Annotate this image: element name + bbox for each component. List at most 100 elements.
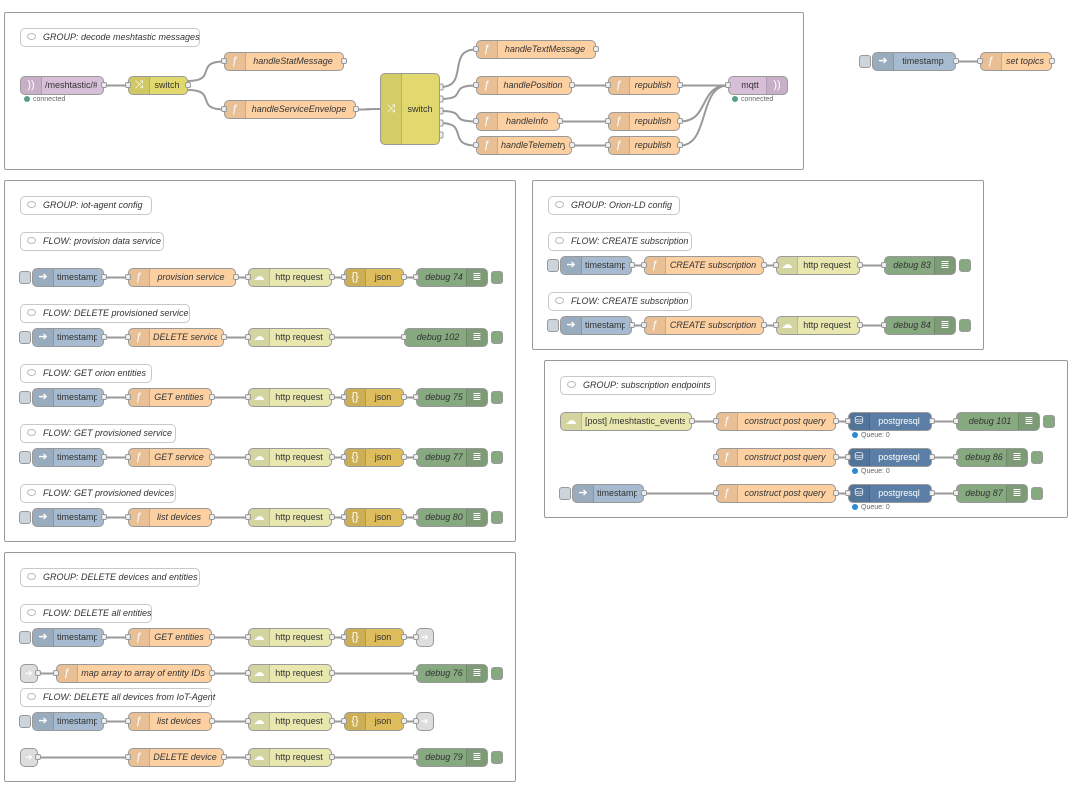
inject-trigger-button[interactable] — [19, 331, 31, 344]
output-port[interactable] — [101, 82, 107, 88]
debug-node[interactable]: ≣debug 84 — [881, 316, 956, 335]
output-port[interactable] — [761, 322, 767, 328]
input-port[interactable] — [641, 322, 647, 328]
inject-node[interactable]: ➔timestamp — [32, 448, 107, 467]
output-port[interactable] — [557, 118, 563, 124]
inject-node[interactable]: ➔timestamp — [32, 508, 107, 527]
output-port[interactable] — [101, 718, 107, 724]
inject-node[interactable]: ➔timestamp — [572, 484, 647, 503]
output-port[interactable] — [401, 274, 407, 280]
input-port[interactable] — [473, 46, 479, 52]
debug-node[interactable]: ≣debug 80 — [413, 508, 488, 527]
json-node[interactable]: {}json — [341, 712, 407, 731]
input-port[interactable] — [125, 514, 131, 520]
debug-toggle-button[interactable] — [491, 511, 503, 524]
comment-node[interactable]: GROUP: DELETE devices and entities — [20, 568, 200, 587]
http-node[interactable]: ☁http request — [773, 256, 863, 275]
inject-trigger-button[interactable] — [547, 259, 559, 272]
input-port[interactable] — [413, 394, 419, 400]
input-port[interactable] — [845, 490, 851, 496]
inject-trigger-button[interactable] — [19, 715, 31, 728]
wire[interactable] — [439, 122, 477, 147]
wire[interactable] — [679, 84, 729, 147]
input-port[interactable] — [245, 334, 251, 340]
output-port[interactable] — [677, 118, 683, 124]
mqtt-node[interactable]: ))/meshtastic/# — [20, 76, 107, 95]
debug-node[interactable]: ≣debug 87 — [953, 484, 1028, 503]
json-node[interactable]: {}json — [341, 268, 407, 287]
input-port[interactable] — [473, 82, 479, 88]
http-node[interactable]: ☁http request — [245, 388, 335, 407]
input-port[interactable] — [953, 490, 959, 496]
output-port[interactable] — [641, 490, 647, 496]
input-port[interactable] — [341, 718, 347, 724]
output-port[interactable] — [101, 394, 107, 400]
link-in-node[interactable]: ➔ — [20, 748, 41, 767]
input-port[interactable] — [341, 634, 347, 640]
input-port[interactable] — [413, 670, 419, 676]
input-port[interactable] — [245, 670, 251, 676]
input-port[interactable] — [881, 322, 887, 328]
input-port[interactable] — [881, 262, 887, 268]
output-port[interactable] — [569, 82, 575, 88]
debug-toggle-button[interactable] — [959, 259, 971, 272]
input-port[interactable] — [125, 334, 131, 340]
input-port[interactable] — [713, 418, 719, 424]
group-subscription-endpoints[interactable] — [544, 360, 1068, 518]
input-port[interactable] — [413, 718, 419, 724]
output-port[interactable] — [929, 454, 935, 460]
debug-node[interactable]: ≣debug 86 — [953, 448, 1028, 467]
debug-toggle-button[interactable] — [491, 391, 503, 404]
debug-toggle-button[interactable] — [1043, 415, 1055, 428]
mqtt-node[interactable]: ))mqtt — [725, 76, 788, 95]
inject-node[interactable]: ➔timestamp — [32, 628, 107, 647]
debug-toggle-button[interactable] — [959, 319, 971, 332]
json-node[interactable]: {}json — [341, 448, 407, 467]
comment-node[interactable]: FLOW: provision data service — [20, 232, 164, 251]
comment-node[interactable]: GROUP: iot-agent config — [20, 196, 152, 215]
input-port[interactable] — [245, 454, 251, 460]
group-iot-agent-config[interactable] — [4, 180, 516, 542]
comment-node[interactable]: GROUP: Orion-LD config — [548, 196, 680, 215]
input-port[interactable] — [125, 718, 131, 724]
http-node[interactable]: ☁http request — [245, 664, 335, 683]
input-port[interactable] — [125, 274, 131, 280]
inject-trigger-button[interactable] — [19, 271, 31, 284]
http-node[interactable]: ☁[post] /meshtastic_events — [560, 412, 695, 431]
output-port[interactable] — [329, 454, 335, 460]
output-port[interactable] — [353, 106, 359, 112]
group-decode-meshtastic[interactable] — [4, 12, 804, 170]
input-port[interactable] — [413, 634, 419, 640]
http-node[interactable]: ☁http request — [245, 508, 335, 527]
inject-node[interactable]: ➔timestamp — [872, 52, 959, 71]
debug-toggle-button[interactable] — [1031, 451, 1043, 464]
comment-node[interactable]: FLOW: CREATE subscription — [548, 292, 692, 311]
postgres-node[interactable]: ⛁postgresql — [845, 412, 935, 431]
output-port[interactable] — [101, 334, 107, 340]
debug-toggle-button[interactable] — [491, 271, 503, 284]
output-port[interactable] — [209, 454, 215, 460]
comment-node[interactable]: GROUP: decode meshtastic messages — [20, 28, 200, 47]
comment-node[interactable]: FLOW: DELETE all devices from IoT-Agent — [20, 688, 215, 707]
inject-trigger-button[interactable] — [19, 631, 31, 644]
output-port[interactable] — [341, 58, 347, 64]
link-out-node[interactable]: ➔ — [413, 628, 434, 647]
output-port[interactable] — [833, 454, 839, 460]
input-port[interactable] — [413, 454, 419, 460]
input-port[interactable] — [953, 418, 959, 424]
wire[interactable] — [187, 60, 225, 82]
inject-node[interactable]: ➔timestamp — [32, 328, 107, 347]
inject-trigger-button[interactable] — [19, 451, 31, 464]
http-node[interactable]: ☁http request — [245, 268, 335, 287]
input-port[interactable] — [773, 322, 779, 328]
output-port[interactable] — [209, 670, 215, 676]
